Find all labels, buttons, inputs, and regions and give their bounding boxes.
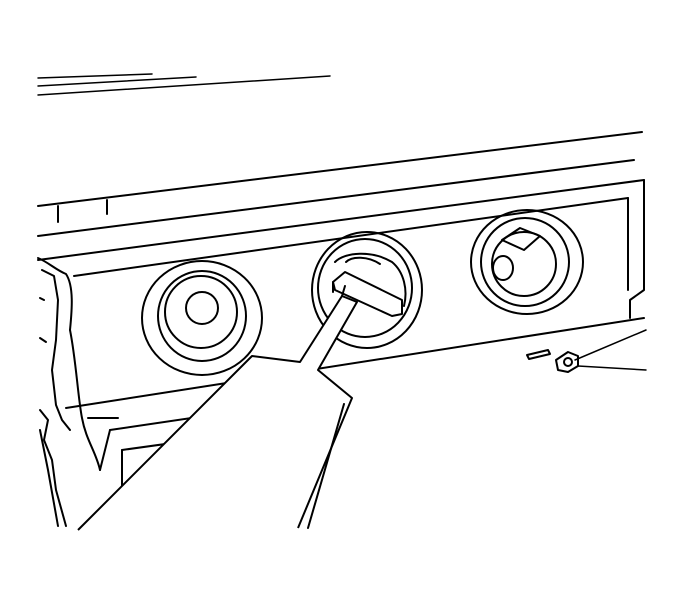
retaining-clip [526, 329, 647, 373]
knob-right [470, 209, 584, 315]
knob-left [141, 260, 263, 376]
pry-tool [77, 271, 403, 531]
dashboard-top-edge [37, 73, 331, 96]
left-panel-edge [37, 257, 101, 527]
knob-center [311, 231, 423, 349]
